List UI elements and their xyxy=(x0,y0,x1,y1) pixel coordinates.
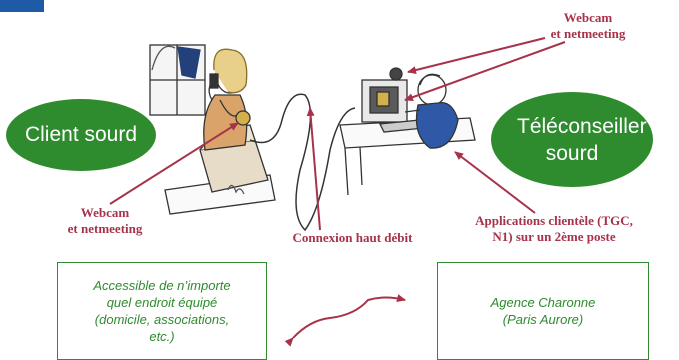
teleconseiller-sourd-label: Téléconseiller sourd xyxy=(517,114,647,165)
teleconseiller-illustration xyxy=(339,67,476,196)
arrow-connexion xyxy=(306,107,321,231)
applications-line-1: Applications clientèle (TGC, xyxy=(475,213,633,228)
arrow-webcam-top-a xyxy=(407,37,546,74)
accessible-line-3: (domicile, associations, xyxy=(94,312,230,327)
accessible-line-4: etc.) xyxy=(149,329,175,344)
header-accent-bar xyxy=(0,0,44,12)
webcam-left-line-1: Webcam xyxy=(80,205,130,220)
client-sourd-oval: Client sourd xyxy=(6,99,156,171)
webcam-left-label: Webcam et netmeeting xyxy=(40,205,170,237)
accessible-line-2: quel endroit équipé xyxy=(106,295,218,310)
arrow-bidirectional xyxy=(284,294,406,347)
applications-label: Applications clientèle (TGC, N1) sur un … xyxy=(444,213,664,245)
arrow-applications xyxy=(454,151,536,214)
cable-line xyxy=(249,93,356,232)
arrow-webcam-left xyxy=(109,122,239,205)
teleconseiller-sourd-oval: Téléconseiller sourd xyxy=(491,92,653,187)
client-sourd-label: Client sourd xyxy=(24,123,138,146)
accessible-line-1: Accessible de n’importe xyxy=(93,278,231,293)
connexion-label: Connexion haut débit xyxy=(292,230,413,245)
applications-line-2: N1) sur un 2ème poste xyxy=(492,229,616,244)
accessible-box: Accessible de n’importe quel endroit équ… xyxy=(57,262,267,360)
webcam-top-line-1: Webcam xyxy=(563,10,613,25)
client-illustration xyxy=(149,44,276,215)
agence-line-2: (Paris Aurore) xyxy=(502,312,584,327)
webcam-top-line-2: et netmeeting xyxy=(550,26,626,41)
agence-line-1: Agence Charonne xyxy=(490,295,596,310)
arrow-webcam-top-b xyxy=(404,41,566,102)
webcam-top-label: Webcam et netmeeting xyxy=(518,10,658,42)
webcam-left-line-2: et netmeeting xyxy=(67,221,143,236)
agence-box: Agence Charonne (Paris Aurore) xyxy=(437,262,649,360)
annotation-arrows xyxy=(109,37,566,347)
